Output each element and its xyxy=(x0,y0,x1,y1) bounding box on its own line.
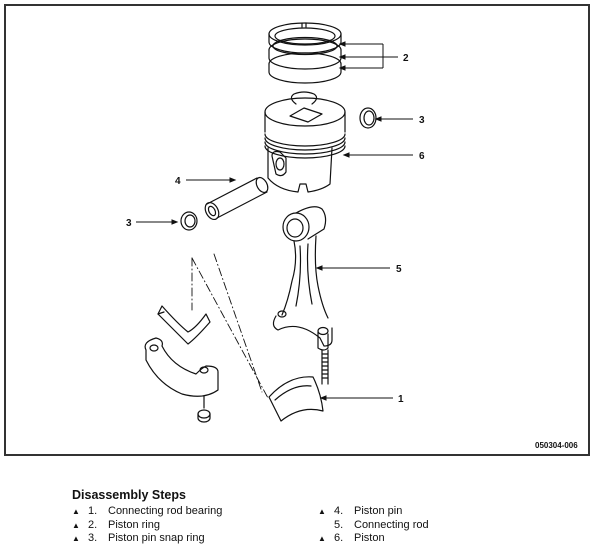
triangle-marker-icon: ▲ xyxy=(72,520,80,530)
piston-illustration xyxy=(264,91,346,193)
step-number: 1. xyxy=(88,505,98,517)
step-number: 3. xyxy=(88,532,98,544)
callout-1: 1 xyxy=(398,394,404,405)
callout-5: 5 xyxy=(396,264,402,275)
steps-left-column: ▲ 1. Connecting rod bearing ▲ 2. Piston … xyxy=(70,505,316,546)
step-number: 2. xyxy=(88,518,98,531)
step-item: ▲ 4. Piston pin xyxy=(316,505,562,519)
callout-3-lower: 3 xyxy=(126,218,132,229)
step-number: 5. xyxy=(334,518,344,531)
step-item: ▲ 2. Piston ring xyxy=(70,519,316,533)
connecting-rod-illustration xyxy=(272,206,333,385)
disassembly-steps: Disassembly Steps ▲ 1. Connecting rod be… xyxy=(70,488,590,546)
triangle-marker-icon: ▲ xyxy=(72,534,80,543)
piston-pin-illustration xyxy=(204,176,269,221)
step-item: ▲ 6. Piston xyxy=(316,532,562,546)
step-label: Piston ring xyxy=(108,518,160,531)
callout-2-leaders xyxy=(338,41,398,71)
step-label: Piston pin xyxy=(354,505,403,517)
exploded-diagram: 2 3 6 4 3 5 1 050304-006 xyxy=(126,22,578,450)
callout-6: 6 xyxy=(419,151,425,162)
step-label: Piston xyxy=(354,532,385,544)
triangle-marker-icon: ▲ xyxy=(318,534,326,543)
callout-3-lower-leader xyxy=(136,219,179,225)
step-label: Connecting rod bearing xyxy=(108,505,223,517)
triangle-marker-icon: ▲ xyxy=(318,507,326,516)
steps-title: Disassembly Steps xyxy=(72,488,186,502)
callout-4: 4 xyxy=(175,176,181,187)
steps-right-column: ▲ 4. Piston pin 5. Connecting rod ▲ 6. P… xyxy=(316,505,562,546)
rod-cap-illustration xyxy=(144,337,219,423)
figure-id: 050304-006 xyxy=(535,441,578,450)
callout-6-leader xyxy=(342,152,413,158)
rod-bearing-illustration xyxy=(268,376,324,422)
step-item: ▲ 3. Piston pin snap ring xyxy=(70,532,316,546)
step-number: 6. xyxy=(334,532,344,544)
snap-ring-lower-illustration xyxy=(180,211,198,231)
callout-5-leader xyxy=(315,265,390,271)
lower-bearing-shell-illustration xyxy=(157,305,211,345)
step-item: 5. Connecting rod xyxy=(316,519,562,533)
figure-frame xyxy=(4,4,590,456)
callout-2: 2 xyxy=(403,53,409,64)
triangle-marker-icon: ▲ xyxy=(72,507,80,516)
step-number: 4. xyxy=(334,505,344,517)
step-item: ▲ 1. Connecting rod bearing xyxy=(70,505,316,519)
callout-4-leader xyxy=(186,177,237,183)
callout-3-upper-leader xyxy=(374,116,413,122)
step-label: Connecting rod xyxy=(354,518,429,531)
callout-1-leader xyxy=(319,395,393,401)
callout-3-upper: 3 xyxy=(419,115,425,126)
step-label: Piston pin snap ring xyxy=(108,532,205,544)
snap-ring-upper-illustration xyxy=(359,107,377,129)
alignment-lines xyxy=(191,253,269,399)
piston-rings-illustration xyxy=(268,22,342,84)
